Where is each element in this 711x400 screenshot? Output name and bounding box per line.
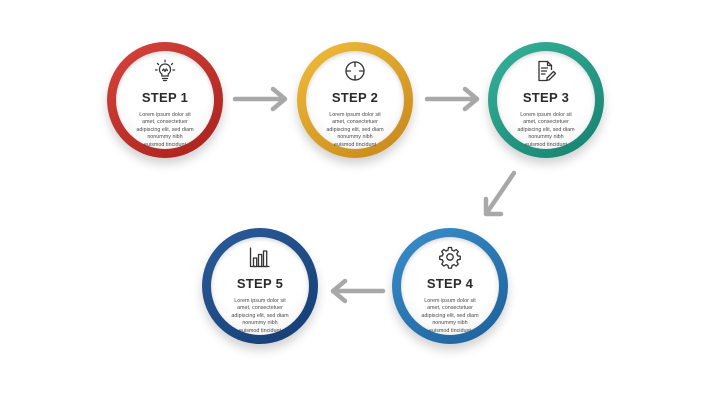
step-description: Lorem ipsum dolor sit amet, consectetuer… [136, 112, 194, 148]
gear-icon [438, 245, 462, 269]
step-4-card: STEP 4 Lorem ipsum dolor sit amet, conse… [401, 237, 499, 335]
step-title: STEP 2 [331, 90, 379, 105]
step-description: Lorem ipsum dolor sit amet, consectetuer… [326, 112, 384, 148]
step-2-card: STEP 2 Lorem ipsum dolor sit amet, conse… [306, 51, 404, 149]
target-icon [343, 59, 367, 83]
step-description: Lorem ipsum dolor sit amet, consectetuer… [421, 298, 479, 334]
step-title: STEP 4 [426, 276, 474, 291]
step-4-circle: STEP 4 Lorem ipsum dolor sit amet, conse… [392, 228, 508, 344]
step-5-circle: STEP 5 Lorem ipsum dolor sit amet, conse… [202, 228, 318, 344]
step-title: STEP 3 [522, 90, 570, 105]
step-2-circle: STEP 2 Lorem ipsum dolor sit amet, conse… [297, 42, 413, 158]
step-1-card: STEP 1 Lorem ipsum dolor sit amet, conse… [116, 51, 214, 149]
lightbulb-icon [153, 59, 177, 83]
step-title: STEP 5 [236, 276, 284, 291]
step-3-circle: STEP 3 Lorem ipsum dolor sit amet, conse… [488, 42, 604, 158]
arrow-left-icon [330, 278, 386, 304]
arrow-right-icon [424, 86, 482, 112]
step-3-card: STEP 3 Lorem ipsum dolor sit amet, conse… [497, 51, 595, 149]
step-description: Lorem ipsum dolor sit amet, consectetuer… [231, 298, 289, 334]
step-1-circle: STEP 1 Lorem ipsum dolor sit amet, conse… [107, 42, 223, 158]
bar-chart-icon [248, 245, 272, 269]
document-pencil-icon [534, 59, 558, 83]
step-title: STEP 1 [141, 90, 189, 105]
step-description: Lorem ipsum dolor sit amet, consectetuer… [517, 112, 575, 148]
step-5-card: STEP 5 Lorem ipsum dolor sit amet, conse… [211, 237, 309, 335]
arrow-right-icon [232, 86, 290, 112]
arrow-down-left-icon [478, 168, 522, 220]
